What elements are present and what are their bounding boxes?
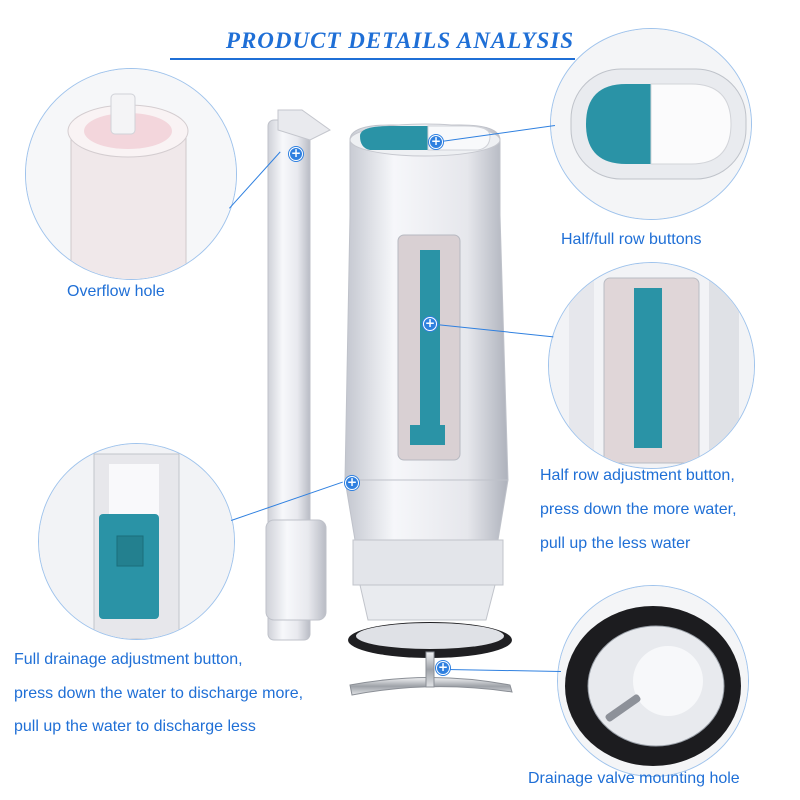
page-title: PRODUCT DETAILS ANALYSIS [225,28,575,53]
half-row-caption-line-1: Half row adjustment button, [540,467,735,484]
half-row-marker [423,316,437,331]
overflow-hole-caption: Overflow hole [67,283,165,300]
drainage-valve-marker [436,660,450,675]
buttons-marker [429,134,443,149]
full-drainage-zoom [38,443,235,640]
full-drainage-caption-line-3: pull up the water to discharge less [14,718,256,735]
overflow-hole-zoom [25,68,237,280]
valve-body [344,123,512,658]
drainage-valve-caption: Drainage valve mounting hole [528,770,740,787]
full-drainage-marker [345,475,359,490]
half-row-caption-line-2: press down the more water, [540,501,737,518]
half-row-zoom [548,262,755,469]
buttons-zoom [550,28,752,220]
overflow-hole-marker [289,146,303,161]
release-handle [349,651,513,696]
buttons-caption: Half/full row buttons [561,231,702,248]
overflow-tube [265,109,331,641]
flush-valve-product [265,109,513,696]
title-underline [170,58,575,60]
full-drainage-caption-line-2: press down the water to discharge more, [14,685,304,702]
drainage-valve-zoom [557,585,749,777]
half-row-caption-line-3: pull up the less water [540,535,691,552]
full-drainage-caption-line-1: Full drainage adjustment button, [14,651,243,668]
